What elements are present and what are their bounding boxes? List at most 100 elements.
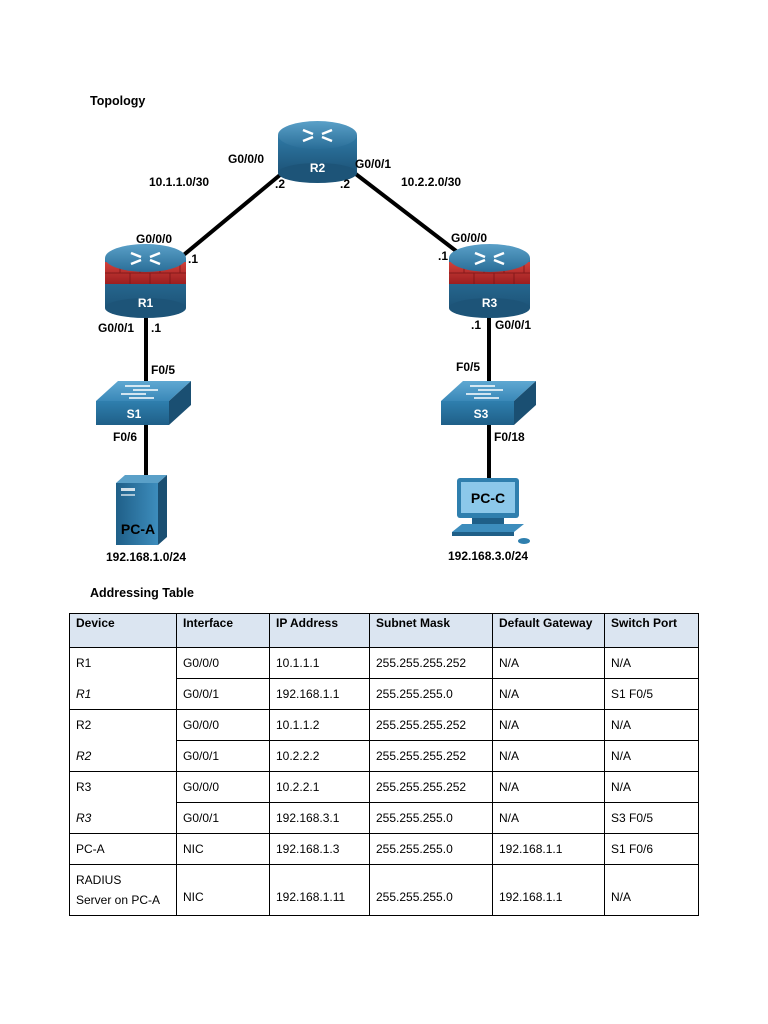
cell-gateway: N/A — [492, 740, 605, 772]
s3-f05-label: F0/5 — [456, 360, 480, 374]
cell-port: S1 F0/6 — [604, 833, 699, 865]
cell-gateway: N/A — [492, 802, 605, 834]
cell-port: N/A — [604, 864, 699, 916]
cell-ip: 10.2.2.2 — [269, 740, 370, 772]
pca-name: PC-A — [121, 521, 155, 537]
table-row: RADIUS Server on PC-A NIC 192.168.1.11 2… — [69, 864, 699, 916]
col-ip-address: IP Address — [269, 613, 370, 648]
cell-interface: G0/0/1 — [176, 802, 270, 834]
links — [144, 163, 491, 480]
router-r1: R1 — [105, 244, 186, 318]
pc-c: PC-C — [452, 478, 530, 544]
table-row: R2 G0/0/1 10.2.2.2 255.255.255.252 N/A N… — [69, 740, 699, 772]
pcc-name: PC-C — [471, 490, 505, 506]
net-r1-r2-label: 10.1.1.0/30 — [149, 175, 209, 189]
link-r2-r3 — [342, 163, 462, 256]
cell-device: R2 — [69, 709, 177, 741]
cell-mask: 255.255.255.252 — [369, 771, 493, 803]
cell-mask: 255.255.255.0 — [369, 833, 493, 865]
col-switch-port: Switch Port — [604, 613, 699, 648]
r2-left-host-label: .2 — [275, 177, 285, 191]
r1-g001-label: G0/0/1 — [98, 321, 134, 335]
table-row: R1 G0/0/1 192.168.1.1 255.255.255.0 N/A … — [69, 678, 699, 710]
col-subnet-mask: Subnet Mask — [369, 613, 493, 648]
topology-diagram: R2 R1 — [96, 121, 536, 564]
net-r2-r3-label: 10.2.2.0/30 — [401, 175, 461, 189]
cell-device: R3 — [69, 802, 177, 834]
lan-a-label: 192.168.1.0/24 — [106, 550, 186, 564]
r1-name: R1 — [138, 296, 154, 310]
col-default-gateway: Default Gateway — [492, 613, 605, 648]
r3-name: R3 — [482, 296, 498, 310]
cell-ip: 10.1.1.1 — [269, 647, 370, 679]
cell-device: RADIUS Server on PC-A — [69, 864, 177, 916]
cell-interface: G0/0/1 — [176, 678, 270, 710]
cell-gateway: N/A — [492, 771, 605, 803]
cell-gateway: N/A — [492, 678, 605, 710]
cell-device: R2 — [69, 740, 177, 772]
topology-labels: G0/0/0 G0/0/1 10.1.1.0/30 10.2.2.0/30 .2… — [98, 152, 531, 564]
switch-s1: S1 — [96, 381, 191, 425]
table-row: R3 G0/0/0 10.2.2.1 255.255.255.252 N/A N… — [69, 771, 699, 803]
cell-gateway: N/A — [492, 709, 605, 741]
r1-g000-host-label: .1 — [188, 252, 198, 266]
cell-ip: 192.168.1.3 — [269, 833, 370, 865]
cell-ip: 10.2.2.1 — [269, 771, 370, 803]
cell-gateway: 192.168.1.1 — [492, 833, 605, 865]
cell-mask: 255.255.255.0 — [369, 864, 493, 916]
r3-g001-host-label: .1 — [471, 318, 481, 332]
topology-heading: Topology — [90, 94, 146, 108]
s1-name: S1 — [127, 407, 142, 421]
switch-arrows-icon — [466, 385, 503, 399]
table-row: R3 G0/0/1 192.168.3.1 255.255.255.0 N/A … — [69, 802, 699, 834]
table-row: R2 G0/0/0 10.1.1.2 255.255.255.252 N/A N… — [69, 709, 699, 741]
table-row: PC-A NIC 192.168.1.3 255.255.255.0 192.1… — [69, 833, 699, 865]
r3-g001-label: G0/0/1 — [495, 318, 531, 332]
cell-interface: G0/0/0 — [176, 647, 270, 679]
cell-ip: 192.168.1.11 — [269, 864, 370, 916]
r2-g001-label: G0/0/1 — [355, 157, 391, 171]
router-arrows-icon — [302, 128, 333, 143]
r3-g000-label: G0/0/0 — [451, 231, 487, 245]
s3-name: S3 — [474, 407, 489, 421]
cell-port: S3 F0/5 — [604, 802, 699, 834]
lan-c-label: 192.168.3.0/24 — [448, 549, 528, 563]
r1-g001-host-label: .1 — [151, 321, 161, 335]
cell-device: R1 — [69, 647, 177, 679]
cell-interface: G0/0/0 — [176, 709, 270, 741]
cell-device-line2: Server on PC-A — [76, 893, 161, 907]
cell-device: PC-A — [69, 833, 177, 865]
addressing-table: Device Interface IP Address Subnet Mask … — [69, 613, 699, 916]
cell-mask: 255.255.255.252 — [369, 709, 493, 741]
router-arrows-icon — [130, 251, 161, 266]
s3-f018-label: F0/18 — [494, 430, 525, 444]
cell-device: R1 — [69, 678, 177, 710]
cell-ip: 192.168.3.1 — [269, 802, 370, 834]
router-arrows-icon — [474, 251, 505, 266]
cell-mask: 255.255.255.252 — [369, 740, 493, 772]
cell-interface: G0/0/1 — [176, 740, 270, 772]
r2-name: R2 — [310, 161, 326, 175]
table-row: R1 G0/0/0 10.1.1.1 255.255.255.252 N/A N… — [69, 647, 699, 679]
cell-interface: NIC — [176, 864, 270, 916]
addressing-table-heading: Addressing Table — [90, 586, 194, 600]
cell-gateway: 192.168.1.1 — [492, 864, 605, 916]
cell-interface: G0/0/0 — [176, 771, 270, 803]
col-interface: Interface — [176, 613, 270, 648]
s1-f05-label: F0/5 — [151, 363, 175, 377]
col-device: Device — [69, 613, 177, 648]
cell-mask: 255.255.255.252 — [369, 647, 493, 679]
cell-ip: 10.1.1.2 — [269, 709, 370, 741]
r2-g000-label: G0/0/0 — [228, 152, 264, 166]
cell-interface: NIC — [176, 833, 270, 865]
switch-s3: S3 — [441, 381, 536, 425]
cell-device: R3 — [69, 771, 177, 803]
cell-port: N/A — [604, 709, 699, 741]
cell-mask: 255.255.255.0 — [369, 678, 493, 710]
switch-arrows-icon — [121, 385, 158, 399]
link-r1-r2 — [178, 163, 294, 260]
cell-port: N/A — [604, 740, 699, 772]
cell-ip: 192.168.1.1 — [269, 678, 370, 710]
r2-right-host-label: .2 — [340, 177, 350, 191]
cell-port: S1 F0/5 — [604, 678, 699, 710]
